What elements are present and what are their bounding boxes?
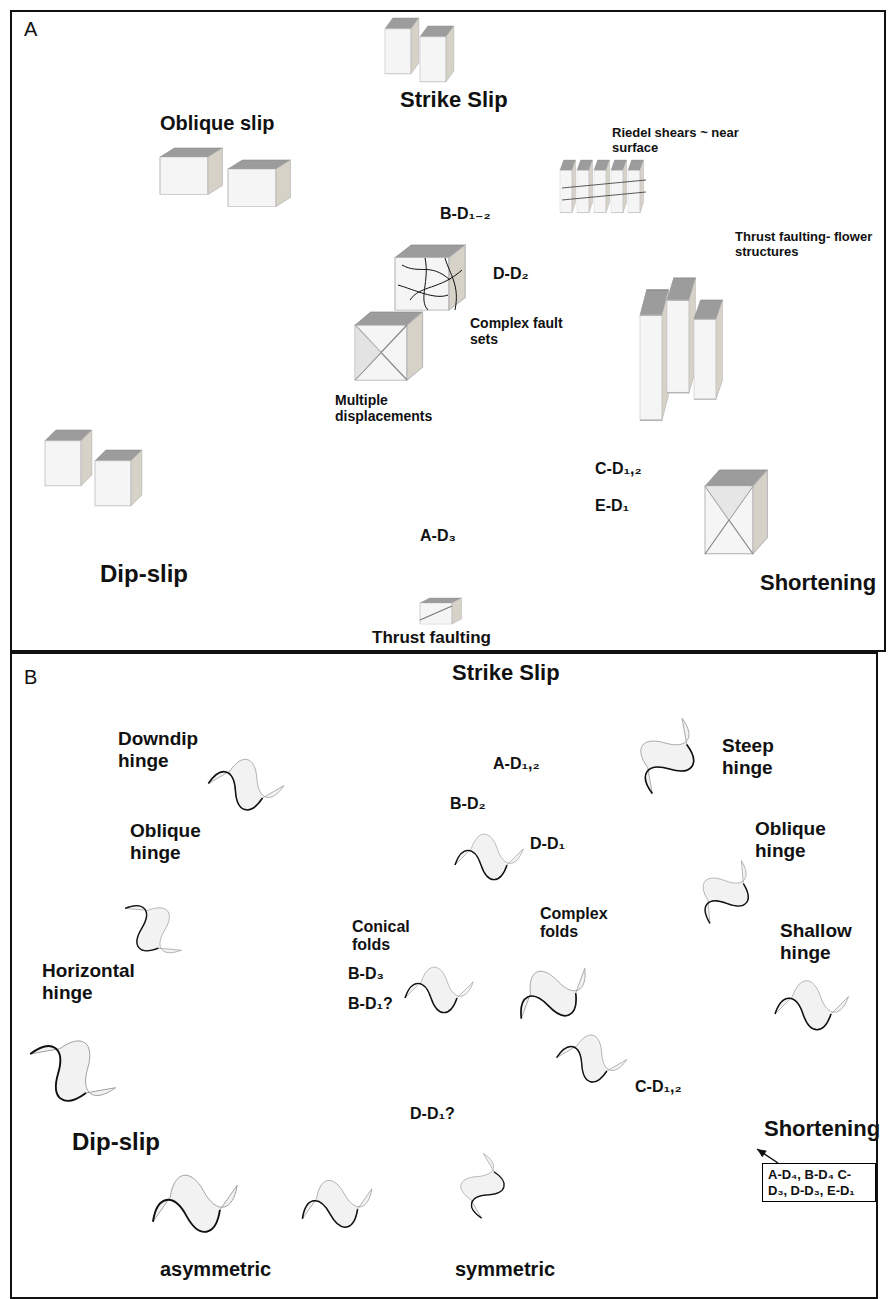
axis-label: Steep hinge (722, 735, 802, 779)
triangle-label: Conical folds (352, 918, 427, 955)
triangle-label: C-D₁,₂ (595, 460, 642, 478)
axis-label: Thrust faulting- flower structures (735, 230, 880, 260)
axis-label: Downdip hinge (118, 728, 208, 772)
panel-letter: B (24, 666, 37, 689)
axis-label: Shallow hinge (780, 920, 870, 964)
triangle-label: E-D₁ (595, 497, 629, 515)
arrow-line (757, 1149, 778, 1163)
arrow-head (757, 1149, 767, 1157)
triangle-label: Complex folds (540, 905, 615, 942)
panel-letter: A (24, 18, 37, 41)
triangle-label: A-D₁,₂ (493, 755, 540, 773)
triangle-shape (185, 698, 760, 1145)
triangle-label: D-D₂ (493, 265, 529, 283)
axis-label: Oblique hinge (130, 820, 220, 864)
ternary-triangle: A-D₁,₂ B-D₂ D-D₁ Conical foldsB-D₃ B-D₁? Comp… (180, 693, 765, 1149)
axis-label: asymmetric (160, 1258, 271, 1281)
triangle-label: C-D₁,₂ (635, 1078, 682, 1096)
triangle-label: B-D₃ (348, 965, 384, 983)
ternary-triangle: B-D₁₋₂ D-D₂ Complex fault setsMultiple dis… (195, 130, 755, 600)
triangle-label: Multiple displacements (335, 392, 440, 424)
arrow-connector (757, 1149, 778, 1163)
axis-label: Strike Slip (452, 660, 560, 685)
axis-label: Dip-slip (100, 560, 188, 588)
note-text: A-D₄, B-D₄ C-D₃, D-D₃, E-D₁ (768, 1167, 870, 1198)
triangle-shape (200, 135, 750, 595)
fault-blocks (45, 18, 767, 624)
triangle-label: B-D₁? (348, 995, 393, 1013)
triangle-label: B-D₂ (450, 795, 486, 813)
axis-label: Thrust faulting (372, 628, 491, 648)
axis-label: Horizontal hinge (42, 960, 152, 1004)
axis-label: Oblique hinge (755, 818, 845, 862)
triangle-label: Complex fault sets (470, 315, 565, 347)
triangle-outline (195, 130, 755, 600)
axis-label: Shortening (760, 570, 876, 595)
axis-label: Dip-slip (72, 1128, 160, 1156)
axis-label: Riedel shears ~ near surface (612, 126, 782, 156)
triangle-label: A-D₃ (420, 527, 456, 545)
axis-label: symmetric (455, 1258, 555, 1281)
fold-sketches (19, 709, 848, 1241)
triangle-label: D-D₁ (530, 835, 565, 853)
triangle-label: B-D₁₋₂ (440, 205, 491, 223)
axis-label: Shortening (764, 1116, 880, 1141)
triangle-label: D-D₁? (410, 1105, 455, 1123)
axis-label: Strike Slip (400, 87, 508, 112)
axis-label: Oblique slip (160, 112, 274, 135)
note-box: A-D₄, B-D₄ C-D₃, D-D₃, E-D₁ (762, 1163, 876, 1202)
